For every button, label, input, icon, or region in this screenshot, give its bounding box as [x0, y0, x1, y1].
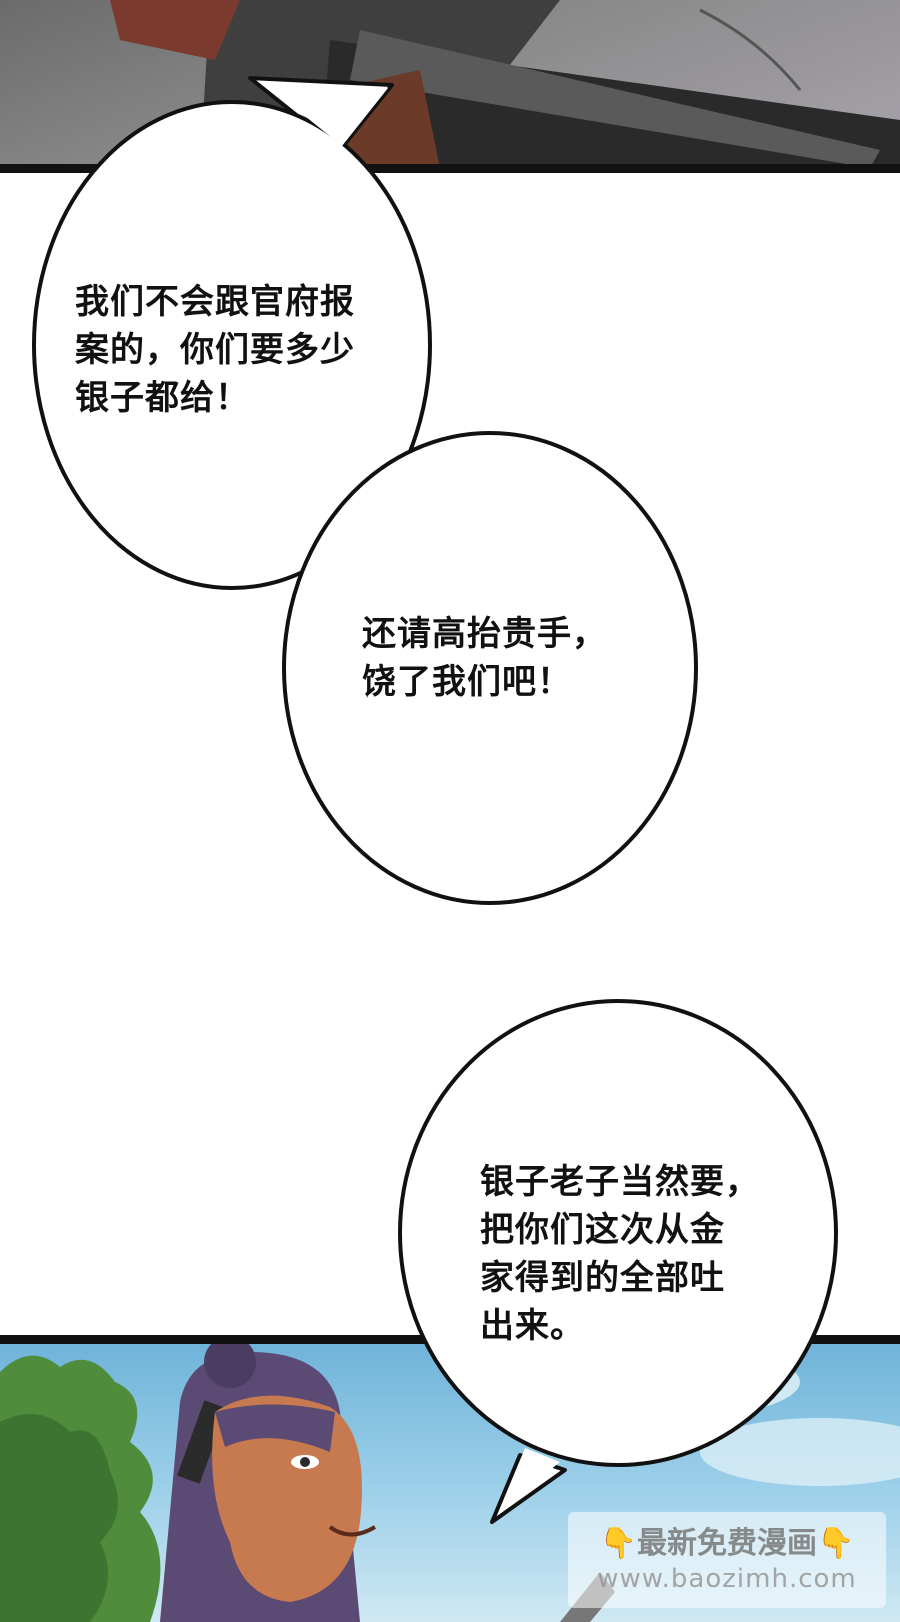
speech-bubble-1-text: 我们不会跟官府报 案的，你们要多少 银子都给！: [75, 282, 355, 418]
speech-bubble-2-shape: [282, 431, 698, 905]
watermark-title: 最新免费漫画: [637, 1526, 817, 1561]
panel-border-top: [0, 164, 900, 173]
speech-bubble-3-shape: [398, 999, 838, 1524]
watermark-title-row: 👇最新免费漫画👇: [568, 1518, 886, 1562]
pointing-down-icon: 👇: [599, 1526, 637, 1561]
bottom-panel-art: [0, 1342, 900, 1622]
speech-bubble-2-text: 还请高抬贵手， 饶了我们吧！: [362, 614, 607, 702]
speech-bubble-3-text: 银子老子当然要， 把你们这次从金 家得到的全部吐 出来。: [480, 1162, 760, 1346]
pointing-down-icon: 👇: [817, 1526, 855, 1561]
speech-bubble-1-shape: [32, 76, 432, 590]
watermark-url: www.baozimh.com: [597, 1564, 857, 1594]
site-watermark: 👇最新免费漫画👇 www.baozimh.com: [568, 1512, 886, 1608]
